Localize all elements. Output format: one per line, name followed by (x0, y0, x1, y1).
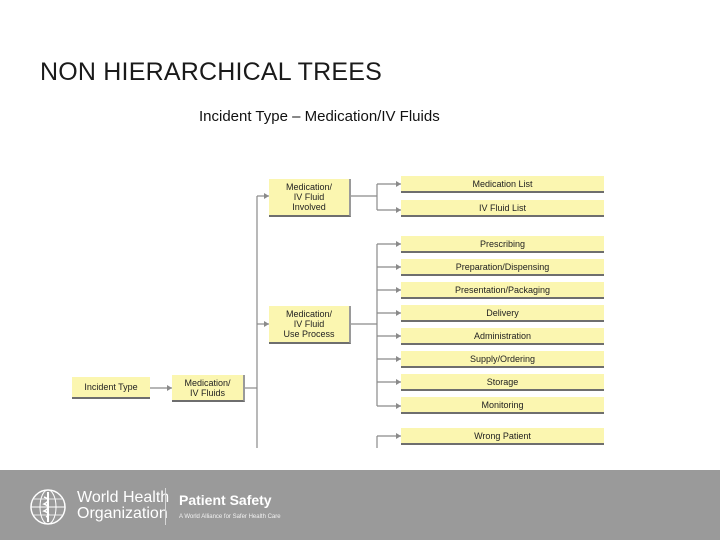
leaf-delivery: Delivery (401, 305, 604, 322)
slide-title: NON HIERARCHICAL TREES (40, 58, 382, 86)
leaf-monitoring: Monitoring (401, 397, 604, 414)
who-emblem-icon (30, 489, 66, 525)
tagline: A World Alliance for Safer Health Care (179, 514, 281, 520)
node-medication-involved: Medication/ IV Fluid Involved (269, 179, 351, 217)
leaf-storage: Storage (401, 374, 604, 391)
product-name: Patient Safety (179, 492, 272, 508)
diagram-title: Incident Type – Medication/IV Fluids (199, 108, 440, 125)
node-medication-use-process: Medication/ IV Fluid Use Process (269, 306, 351, 344)
leaf-prescribing: Prescribing (401, 236, 604, 253)
leaf-presentation-packaging: Presentation/Packaging (401, 282, 604, 299)
leaf-supply-ordering: Supply/Ordering (401, 351, 604, 368)
footer-bar: World Health Organization Patient Safety… (0, 470, 720, 540)
organization-name: World Health Organization (77, 489, 170, 522)
leaf-administration: Administration (401, 328, 604, 345)
leaf-iv-fluid-list: IV Fluid List (401, 200, 604, 217)
leaf-medication-list: Medication List (401, 176, 604, 193)
leaf-preparation-dispensing: Preparation/Dispensing (401, 259, 604, 276)
node-incident-type: Incident Type (72, 377, 150, 399)
leaf-wrong-patient: Wrong Patient (401, 428, 604, 445)
node-medication-iv-fluids: Medication/ IV Fluids (172, 375, 245, 402)
tree-connectors (150, 181, 401, 448)
footer-divider (165, 488, 166, 525)
